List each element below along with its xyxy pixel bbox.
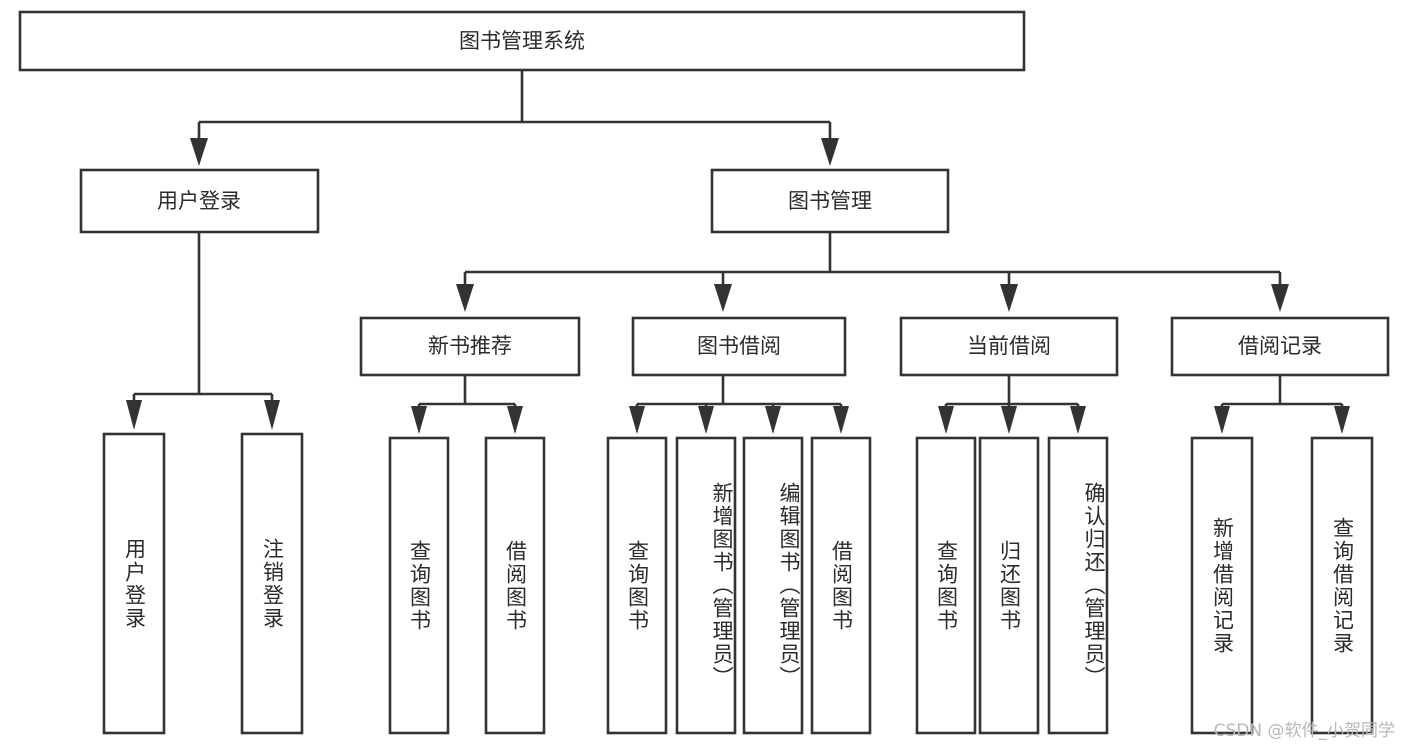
connector-group-bookmanage-to-level3 — [456, 232, 1289, 312]
arrow-head-icon-g3-leaf4 — [833, 406, 849, 434]
arrow-head-icon-g4-leaf1 — [938, 406, 954, 434]
arrow-head-icon-g2-leaf2 — [507, 406, 523, 434]
node-box-leaf-6[interactable] — [742, 436, 804, 735]
connector-group-userlogin-to-leaves — [126, 232, 280, 430]
node-box-borrow-record[interactable] — [1170, 316, 1390, 377]
node-label-borrow-record: 借阅记录 — [1238, 334, 1322, 358]
connector-group-newbook-to-leaves — [411, 375, 523, 434]
arrow-head-icon-g4-leaf3 — [1070, 406, 1086, 434]
node-box-book-manage[interactable] — [710, 168, 950, 234]
node-box-root[interactable] — [18, 10, 1026, 72]
connector-group-root-to-level2 — [190, 70, 839, 166]
arrow-head-icon-borrow-record — [1271, 284, 1289, 312]
arrow-head-icon-g3-leaf2 — [698, 406, 714, 434]
node-label-book-manage: 图书管理 — [788, 189, 872, 213]
node-box-new-book-recommend[interactable] — [359, 316, 581, 377]
connector-group-borrowrecord-to-leaves — [1214, 375, 1350, 434]
node-box-leaf-7[interactable] — [810, 436, 872, 735]
node-box-leaf-1[interactable] — [240, 432, 304, 735]
arrow-head-icon-g5-leaf1 — [1214, 406, 1230, 434]
node-box-leaf-0[interactable] — [102, 432, 166, 735]
arrow-head-icon-current-borrow — [1000, 284, 1018, 312]
node-box-leaf-10[interactable] — [1047, 436, 1109, 735]
node-box-book-borrow[interactable] — [631, 316, 847, 377]
node-box-leaf-8[interactable] — [915, 436, 977, 735]
node-box-leaf-3[interactable] — [484, 436, 546, 735]
node-box-leaf-12[interactable] — [1310, 436, 1374, 735]
node-box-leaf-4[interactable] — [606, 436, 668, 735]
connector-group-currentborrow-to-leaves — [938, 375, 1086, 434]
node-label-current-borrow: 当前借阅 — [967, 334, 1051, 358]
connector-group-bookborrow-to-leaves — [629, 375, 849, 434]
arrow-head-icon-book-borrow — [714, 284, 732, 312]
node-label-new-book-recommend: 新书推荐 — [428, 334, 512, 358]
node-box-leaf-11[interactable] — [1190, 436, 1254, 735]
arrow-head-icon-g1-leaf2 — [264, 400, 280, 430]
arrow-head-icon-g4-leaf2 — [1001, 406, 1017, 434]
node-box-leaf-5[interactable] — [675, 436, 737, 735]
arrow-head-icon-g3-leaf1 — [629, 406, 645, 434]
node-label-root: 图书管理系统 — [459, 29, 585, 53]
arrow-head-icon-g2-leaf1 — [411, 406, 427, 434]
watermark-text: CSDN @软件_小贺同学 — [1213, 721, 1395, 741]
node-label-user-login: 用户登录 — [157, 189, 241, 213]
node-box-user-login[interactable] — [79, 168, 320, 234]
arrow-head-icon-g3-leaf3 — [765, 406, 781, 434]
arrow-head-icon-book-manage — [821, 138, 839, 166]
node-box-leaf-9[interactable] — [978, 436, 1040, 735]
arrow-head-icon-g5-leaf2 — [1334, 406, 1350, 434]
arrow-head-icon-new-book-rec — [456, 284, 474, 312]
arrow-head-icon-user-login — [190, 138, 208, 166]
node-box-leaf-2[interactable] — [388, 436, 450, 735]
node-box-current-borrow[interactable] — [899, 316, 1119, 377]
node-label-book-borrow: 图书借阅 — [697, 334, 781, 358]
arrow-head-icon-g1-leaf1 — [126, 400, 142, 430]
